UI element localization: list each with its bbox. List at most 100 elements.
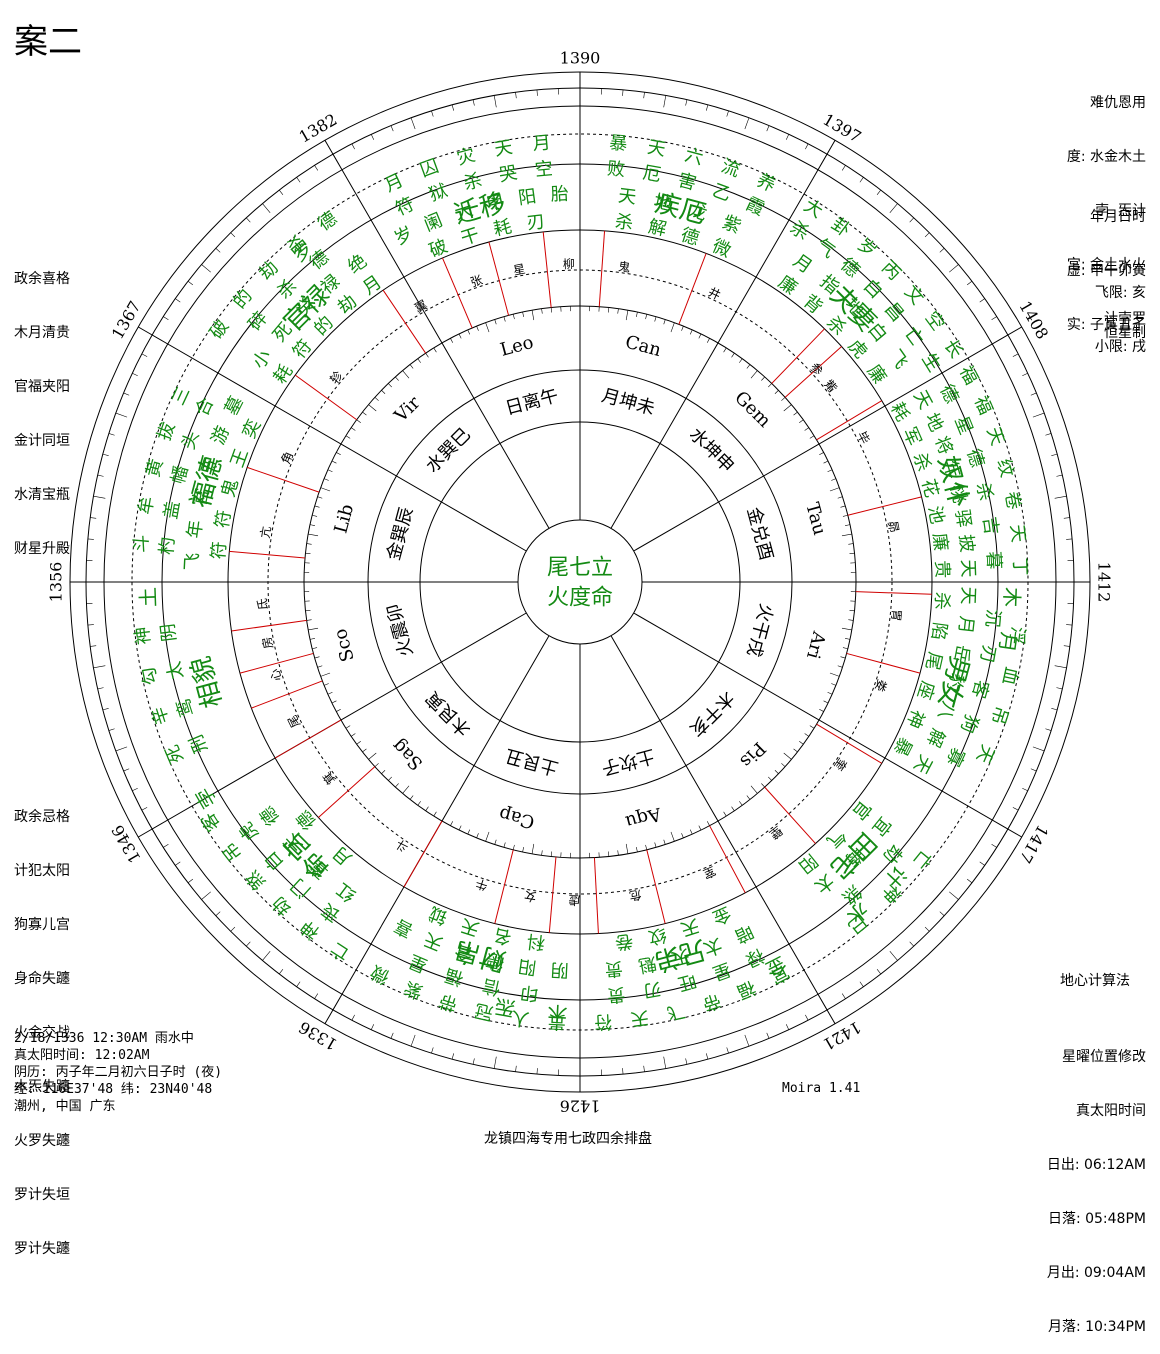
tick-mark (450, 821, 452, 825)
tick-mark (163, 317, 168, 320)
tick-mark (1064, 518, 1070, 519)
tick-mark (516, 92, 517, 98)
tick-mark (910, 942, 914, 946)
tick-mark (88, 539, 94, 540)
zodiac-sign: Tau (801, 500, 830, 537)
tick-mark (513, 845, 514, 850)
tick-mark (357, 420, 361, 423)
panel-line: 狗寡儿宫 (14, 916, 70, 934)
tick-mark (1045, 729, 1051, 731)
deity-char: 幡 (168, 463, 193, 486)
tick-mark (940, 912, 944, 916)
deity-char: 杓 (156, 536, 178, 556)
deity-char: 囚 (417, 156, 441, 182)
deity-char: 拔 (154, 419, 180, 443)
tick-mark (468, 830, 470, 835)
tick-mark (608, 852, 609, 857)
tick-mark (850, 553, 855, 554)
tick-mark (216, 912, 220, 916)
deity-char: 廉 (774, 272, 801, 300)
deity-char: 天 (458, 914, 482, 939)
mansion-label: 室 (701, 864, 718, 883)
modify-positions-link[interactable]: 星曜位置修改 (1047, 1048, 1146, 1066)
panel-line: 日落: 05:48PM (1047, 1210, 1146, 1228)
deity-char: 符 (208, 541, 230, 561)
sun-moon-panel: 星曜位置修改 真太阳时间 日出: 06:12AM 日落: 05:48PM 月出:… (1047, 1012, 1146, 1354)
tick-mark (307, 620, 312, 621)
tick-mark (452, 1053, 454, 1059)
tick-mark (838, 497, 843, 499)
ring-circle (518, 520, 642, 644)
tick-mark (775, 390, 779, 393)
deity-char: 微 (709, 236, 734, 262)
tick-mark (94, 496, 106, 498)
tick-mark (1031, 769, 1037, 771)
tick-mark (523, 312, 524, 317)
tick-mark (381, 390, 385, 393)
tick-mark (751, 371, 757, 379)
tick-mark (363, 749, 367, 752)
deity-char: 阳 (517, 186, 538, 209)
tick-mark (877, 969, 881, 974)
deity-char: 贵 (604, 957, 624, 979)
tick-mark (246, 942, 250, 946)
deity-char: 飞 (884, 346, 912, 373)
deity-char: 吊 (987, 704, 1012, 728)
mansion-boundary (817, 724, 882, 763)
tick-mark (831, 479, 836, 481)
tick-mark (845, 638, 850, 639)
tick-mark (727, 1047, 729, 1053)
tick-mark (925, 927, 929, 931)
tick-mark (761, 377, 764, 381)
tick-mark (794, 412, 798, 415)
deity-char: 阴 (158, 622, 181, 642)
deity-char: 生 (917, 349, 944, 375)
tick-mark (188, 879, 193, 883)
palace-branch: 金兑酉 (743, 505, 777, 563)
deity-char: 尾 (921, 650, 945, 672)
deity-char: 暴 (889, 734, 916, 760)
tick-mark (318, 497, 323, 499)
deity-char: 杀 (931, 591, 953, 610)
deity-char: 游 (208, 423, 234, 448)
tick-mark (459, 826, 461, 830)
tick-mark (551, 852, 552, 857)
tick-mark (431, 111, 433, 117)
deity-char: 福 (443, 964, 467, 989)
center-label-top: 尾七立 (547, 556, 613, 581)
tick-mark (745, 1035, 749, 1046)
deity-char: 信 (481, 974, 503, 998)
tick-mark (805, 144, 808, 149)
mansion-label: 胃 (889, 609, 904, 622)
tick-mark (841, 657, 846, 658)
tick-mark (124, 769, 130, 771)
year-label: 1346 (108, 822, 145, 867)
tick-mark (784, 753, 792, 759)
tick-mark (1033, 747, 1044, 751)
deity-char: 卦 (827, 214, 854, 242)
tick-mark (940, 248, 944, 252)
tick-mark (109, 729, 115, 731)
deity-char: 亡 (327, 937, 354, 964)
deity-char: 德 (256, 802, 284, 829)
deity-char: 地 (920, 410, 947, 435)
mansion-boundary (856, 592, 932, 595)
panel-line: 金计同垣 (14, 432, 70, 450)
mansion-label: 毕 (854, 429, 872, 446)
tick-mark (315, 657, 320, 658)
deity-char: 灾 (455, 145, 478, 170)
tick-mark (132, 788, 137, 791)
deity-char: 养 (753, 170, 778, 197)
deity-char: 神 (132, 625, 155, 645)
deity-char: 德 (962, 446, 987, 469)
deity-char: 太 (163, 659, 187, 681)
tick-mark (375, 763, 379, 766)
deity-char: 墓 (221, 393, 248, 419)
deity-char: 杀 (786, 217, 812, 244)
software-version: Moira 1.41 (782, 1080, 860, 1097)
tick-mark (90, 646, 96, 647)
mansion-label: 氐 (255, 598, 270, 611)
panel-line: 月出: 09:04AM (1047, 1264, 1146, 1282)
tick-mark (297, 982, 300, 987)
